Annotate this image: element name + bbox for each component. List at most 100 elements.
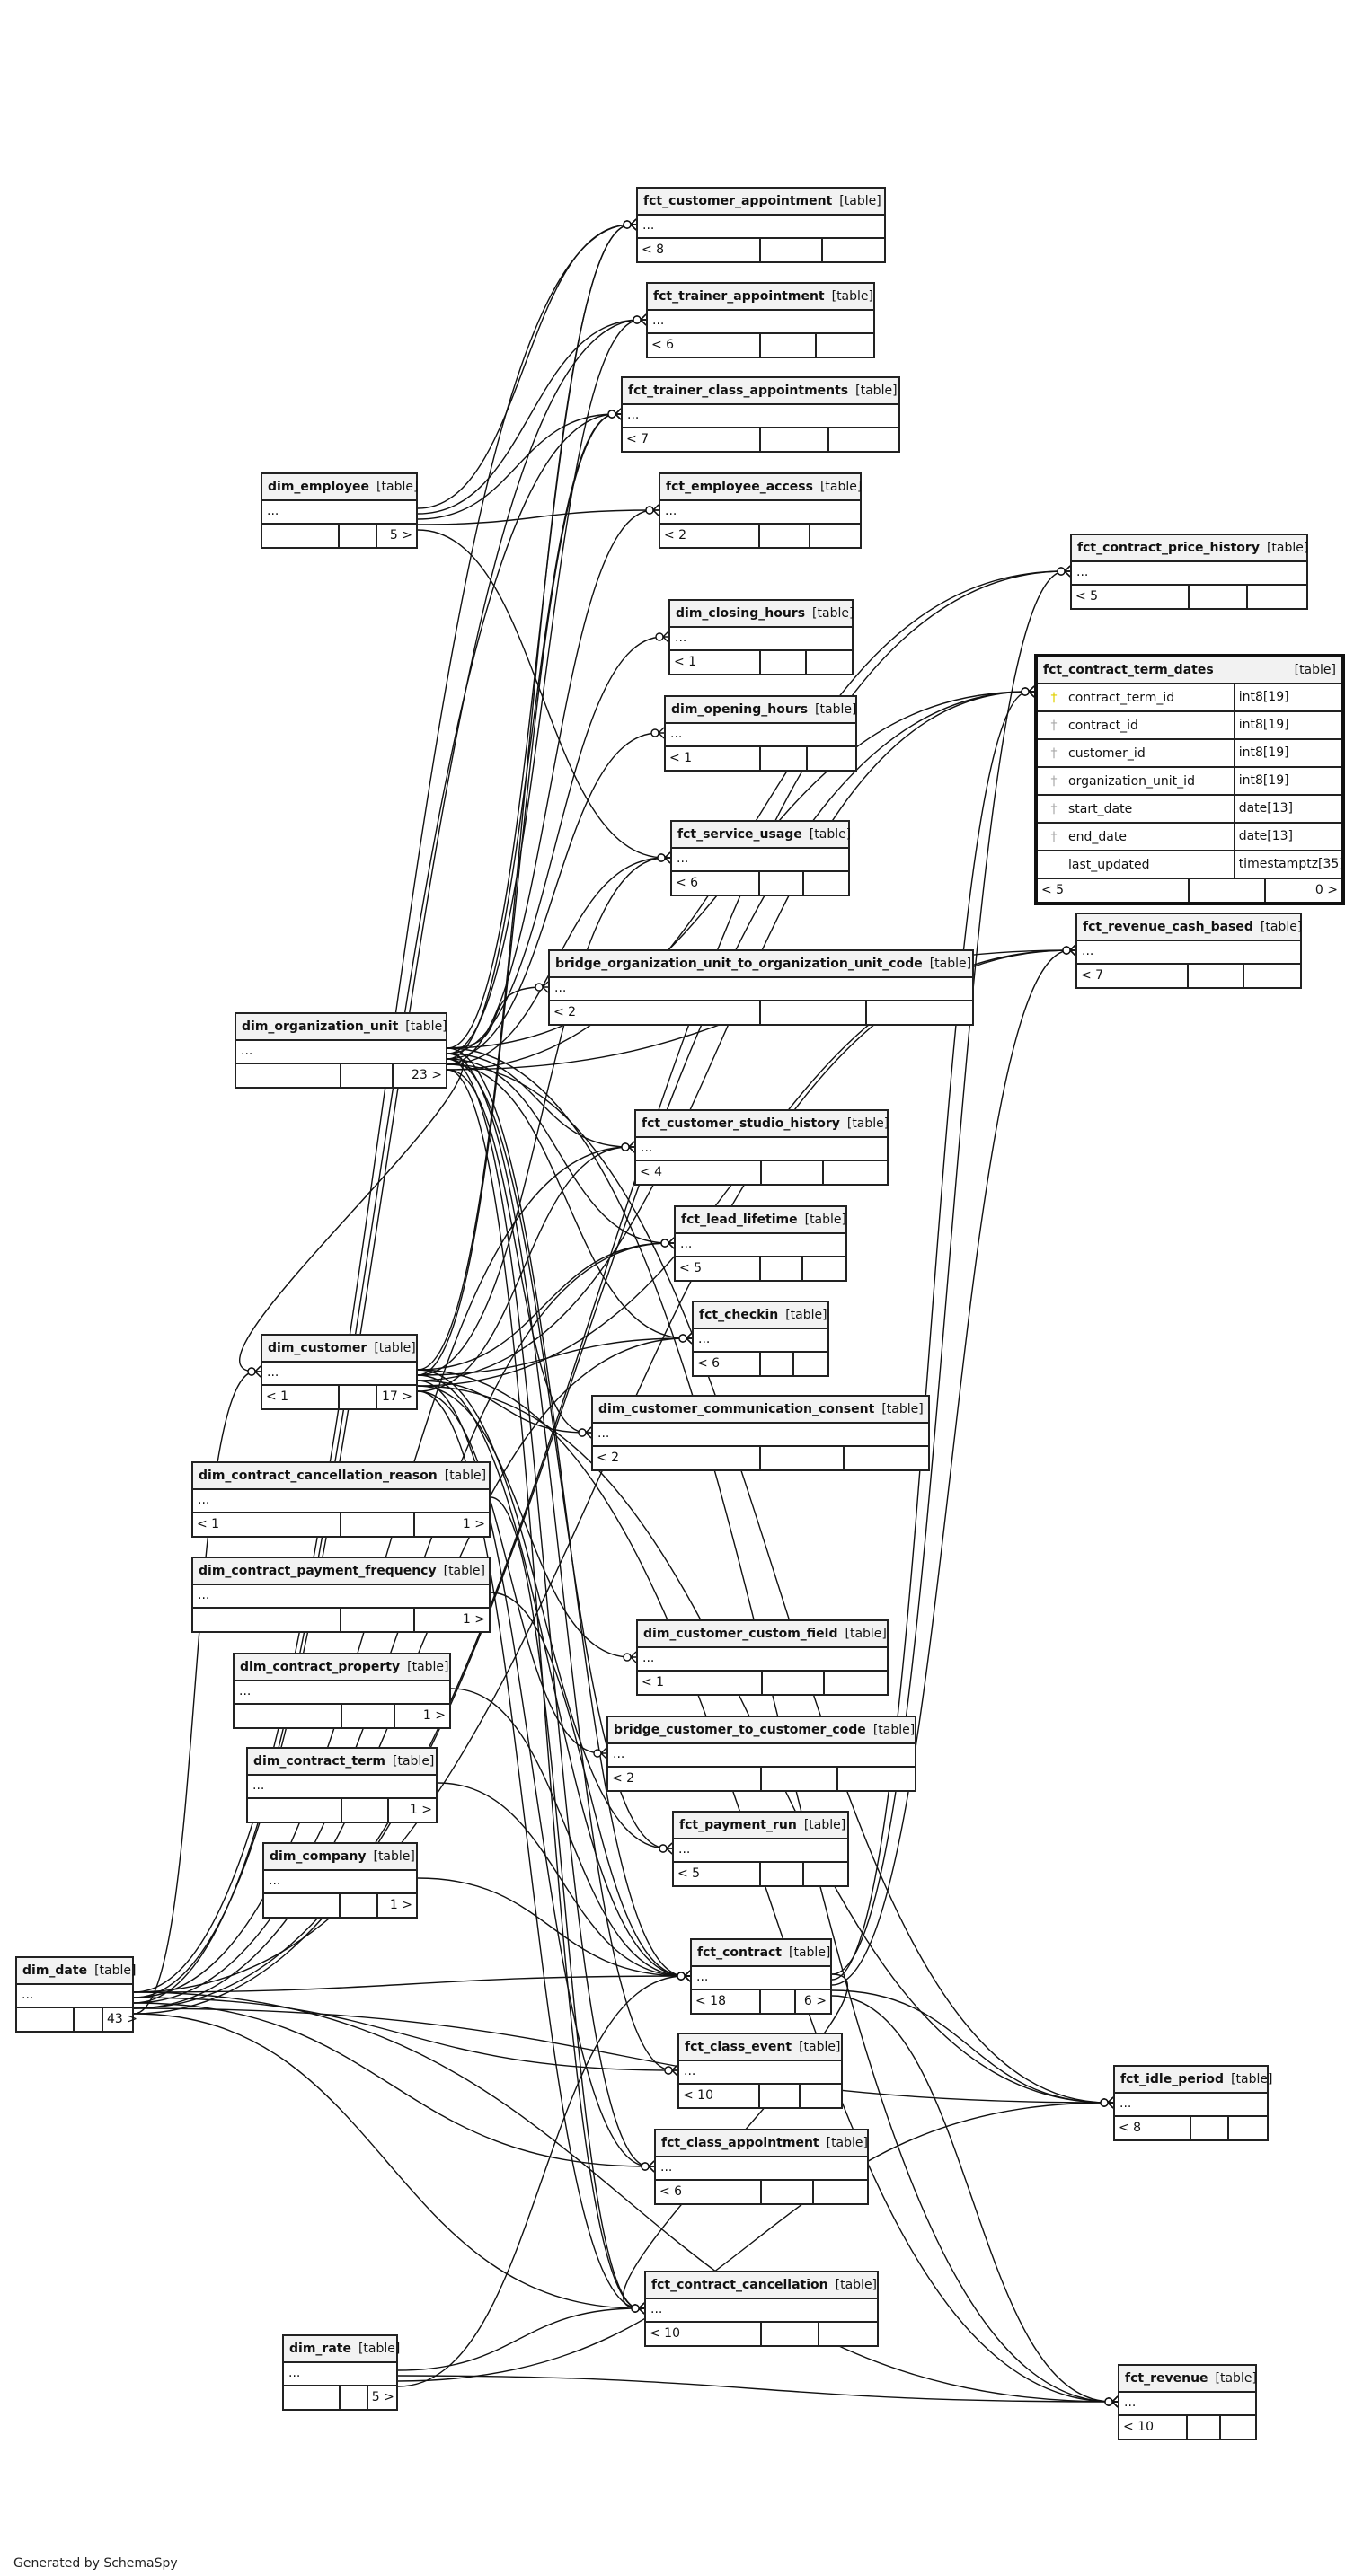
table-name[interactable]: dim_contract_property (240, 1660, 401, 1674)
parent-count[interactable] (17, 2008, 75, 2031)
table-name[interactable]: fct_idle_period (1120, 2072, 1225, 2086)
table-name[interactable]: dim_contract_cancellation_reason (199, 1469, 438, 1483)
child-count[interactable] (1221, 2416, 1255, 2439)
child-count[interactable] (819, 2323, 877, 2345)
child-count[interactable] (814, 2181, 867, 2203)
child-count[interactable] (804, 872, 848, 895)
parent-count[interactable]: < 7 (1077, 965, 1189, 987)
columns-collapsed[interactable]: ... (262, 501, 416, 525)
child-count[interactable] (810, 525, 861, 547)
child-count[interactable] (803, 1257, 845, 1280)
parent-count[interactable]: < 2 (593, 1447, 761, 1469)
parent-count[interactable]: < 10 (646, 2323, 762, 2345)
table-dim-date[interactable]: dim_date[table]...43 > (15, 1956, 137, 2033)
columns-collapsed[interactable]: ... (1115, 2094, 1267, 2117)
table-fct-customer-appointment[interactable]: fct_customer_appointment[table]...< 8 (636, 187, 886, 263)
parent-count[interactable]: < 1 (262, 1386, 340, 1408)
child-count[interactable] (807, 651, 853, 674)
columns-collapsed[interactable]: ... (648, 311, 873, 334)
table-fct-contract-cancellation[interactable]: fct_contract_cancellation[table]...< 10 (644, 2271, 879, 2347)
table-name[interactable]: dim_contract_payment_frequency (199, 1564, 437, 1578)
parent-count[interactable]: < 2 (550, 1001, 761, 1024)
child-count[interactable] (794, 1353, 827, 1375)
child-count[interactable] (1244, 965, 1300, 987)
child-count[interactable] (838, 1768, 915, 1790)
child-count[interactable]: 1 > (422, 1708, 446, 1723)
child-count[interactable]: 23 > (412, 1068, 442, 1082)
table-name[interactable]: fct_checkin (699, 1308, 779, 1322)
child-count[interactable] (829, 428, 898, 451)
table-fct-trainer-appointment[interactable]: fct_trainer_appointment[table]...< 6 (646, 282, 875, 358)
table-name[interactable]: fct_customer_studio_history (642, 1116, 840, 1131)
columns-collapsed[interactable]: ... (638, 216, 884, 239)
parent-count[interactable]: < 6 (694, 1353, 761, 1375)
parent-count[interactable] (236, 1064, 341, 1087)
child-count[interactable]: 1 > (389, 1898, 412, 1912)
child-count[interactable] (817, 334, 873, 357)
table-dim-opening-hours[interactable]: dim_opening_hours[table]...< 1 (664, 695, 857, 772)
parent-count[interactable] (262, 525, 340, 547)
parent-count[interactable]: < 5 (674, 1863, 761, 1885)
table-name[interactable]: fct_contract_term_dates (1043, 663, 1214, 677)
table-fct-employee-access[interactable]: fct_employee_access[table]...< 2 (659, 472, 862, 549)
table-name[interactable]: dim_closing_hours (676, 606, 806, 621)
table-name[interactable]: fct_customer_appointment (643, 194, 833, 208)
table-name[interactable]: fct_employee_access (666, 480, 813, 494)
table-name[interactable]: fct_lead_lifetime (681, 1213, 798, 1227)
table-name[interactable]: dim_employee (268, 480, 370, 494)
table-name[interactable]: dim_rate (289, 2342, 351, 2356)
parent-count[interactable] (193, 1609, 341, 1631)
columns-collapsed[interactable]: ... (692, 1967, 830, 1990)
table-name[interactable]: dim_organization_unit (242, 1019, 399, 1034)
table-fct-checkin[interactable]: fct_checkin[table]...< 6 (692, 1301, 829, 1377)
parent-count[interactable]: < 2 (660, 525, 760, 547)
table-bridge-customer-to-customer-code[interactable]: bridge_customer_to_customer_code[table].… (606, 1716, 916, 1792)
table-fct-class-appointment[interactable]: fct_class_appointment[table]...< 6 (654, 2129, 869, 2205)
table-name[interactable]: dim_contract_term (253, 1754, 386, 1769)
columns-collapsed[interactable]: ... (670, 628, 852, 651)
parent-count[interactable]: < 5 (1038, 879, 1190, 902)
child-count[interactable] (845, 1447, 928, 1469)
parent-count[interactable]: < 1 (638, 1672, 763, 1694)
parent-count[interactable] (284, 2386, 341, 2409)
table-name[interactable]: fct_class_appointment (661, 2136, 819, 2150)
table-name[interactable]: fct_revenue (1125, 2371, 1208, 2386)
table-name[interactable]: bridge_customer_to_customer_code (614, 1723, 866, 1737)
table-name[interactable]: bridge_organization_unit_to_organization… (555, 957, 923, 971)
columns-collapsed[interactable]: ... (674, 1839, 847, 1863)
child-count[interactable]: 1 > (462, 1612, 485, 1627)
table-name[interactable]: fct_class_event (685, 2040, 792, 2054)
columns-collapsed[interactable]: ... (676, 1234, 845, 1257)
child-count[interactable]: 1 > (409, 1803, 432, 1817)
columns-collapsed[interactable]: ... (608, 1744, 915, 1768)
table-dim-contract-property[interactable]: dim_contract_property[table]...1 > (233, 1653, 451, 1729)
parent-count[interactable]: < 5 (676, 1257, 761, 1280)
table-fct-payment-run[interactable]: fct_payment_run[table]...< 5 (672, 1811, 849, 1887)
table-name[interactable]: fct_service_usage (677, 827, 802, 842)
columns-collapsed[interactable]: ... (17, 1985, 132, 2008)
columns-collapsed[interactable]: ... (672, 849, 848, 872)
parent-count[interactable]: < 1 (666, 747, 761, 770)
parent-count[interactable]: < 6 (656, 2181, 762, 2203)
columns-collapsed[interactable]: ... (660, 501, 860, 525)
columns-collapsed[interactable]: ... (248, 1776, 436, 1799)
table-name[interactable]: fct_contract_cancellation (651, 2278, 828, 2292)
table-dim-contract-payment-frequency[interactable]: dim_contract_payment_frequency[table]...… (191, 1557, 491, 1633)
parent-count[interactable]: < 1 (193, 1513, 341, 1536)
parent-count[interactable]: < 4 (636, 1161, 762, 1184)
table-name[interactable]: fct_trainer_appointment (653, 289, 825, 304)
table-dim-customer-communication-consent[interactable]: dim_customer_communication_consent[table… (591, 1395, 930, 1471)
table-fct-lead-lifetime[interactable]: fct_lead_lifetime[table]...< 5 (674, 1205, 847, 1282)
table-fct-contract-term-dates[interactable]: fct_contract_term_dates[table]†contract_… (1034, 654, 1345, 905)
table-name[interactable]: fct_payment_run (679, 1818, 797, 1832)
parent-count[interactable]: < 10 (679, 2085, 760, 2107)
table-fct-revenue[interactable]: fct_revenue[table]...< 10 (1118, 2364, 1257, 2440)
table-name[interactable]: dim_opening_hours (671, 702, 809, 717)
parent-count[interactable]: < 6 (672, 872, 760, 895)
table-dim-rate[interactable]: dim_rate[table]...5 > (282, 2334, 400, 2411)
parent-count[interactable] (248, 1799, 342, 1822)
parent-count[interactable]: < 5 (1072, 586, 1190, 608)
columns-collapsed[interactable]: ... (193, 1585, 489, 1609)
